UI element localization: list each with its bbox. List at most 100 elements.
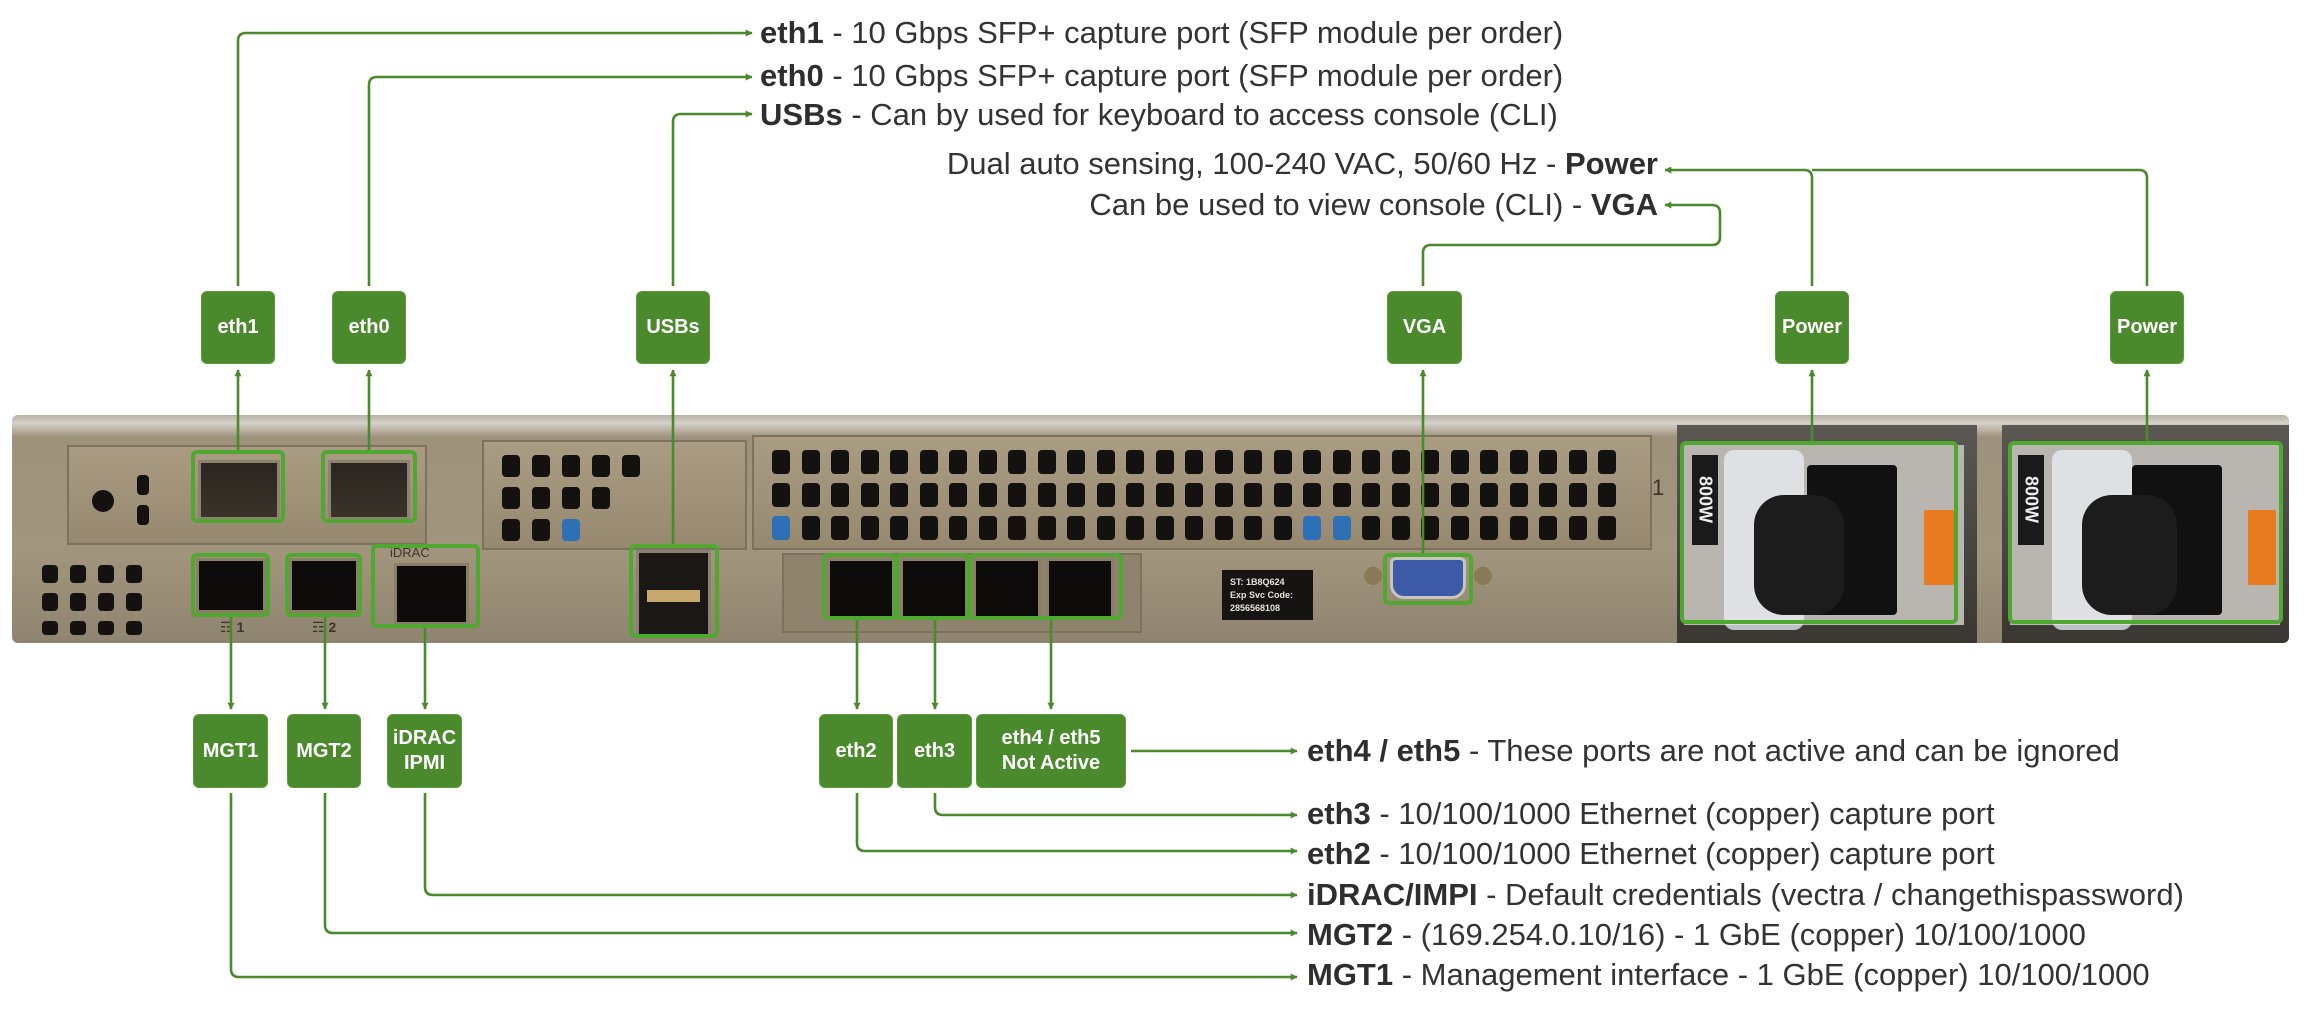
label-eth1-desc: - 10 Gbps SFP+ capture port (SFP module … <box>823 15 1564 50</box>
vent-hole <box>831 483 849 507</box>
vent-hole <box>1450 516 1469 540</box>
callout-box-idrac-line-2: IPMI <box>403 752 446 774</box>
vent-hole <box>98 621 114 635</box>
vent-hole <box>801 450 820 474</box>
callout-box-mgt2: MGT2 <box>287 714 361 788</box>
label-idrac: iDRAC/IMPI - Default credentials (vectra… <box>1307 876 2184 914</box>
vent-hole <box>1539 450 1557 474</box>
vent-hole <box>1539 516 1557 540</box>
vent-hole <box>1509 450 1528 474</box>
bracket-slot <box>137 475 149 495</box>
vent-hole <box>1273 516 1292 540</box>
callout-box-mgt1: MGT1 <box>193 714 268 788</box>
sfp-port-eth1 <box>198 460 280 520</box>
bracket-hole <box>92 490 114 512</box>
label-power: Dual auto sensing, 100-240 VAC, 50/60 Hz… <box>947 145 1658 183</box>
highlight-usb-ports <box>629 544 719 638</box>
vent-hole <box>1391 516 1410 540</box>
vent-hole <box>1539 483 1557 507</box>
label-eth2: eth2 - 10/100/1000 Ethernet (copper) cap… <box>1307 835 1995 873</box>
wire-idrac-to-label <box>423 793 1298 899</box>
usb-ports <box>636 550 711 638</box>
wire-eth1-to-label <box>236 29 753 286</box>
vent-hole <box>1450 450 1469 474</box>
label-eth1-name: eth1 <box>760 15 824 50</box>
label-vga-desc: Can be used to view console (CLI) - <box>1089 187 1591 222</box>
highlight-eth1-port <box>191 450 285 523</box>
label-vga-name: VGA <box>1590 187 1658 222</box>
vent-hole <box>1214 483 1233 507</box>
vent-hole <box>772 516 790 540</box>
vent-hole <box>1185 516 1203 540</box>
vent-hole <box>1332 450 1351 474</box>
vent-hole <box>592 455 610 477</box>
vent-hole <box>949 483 967 507</box>
wire-power1-to-label <box>1664 166 1814 286</box>
vent-hole <box>1096 483 1115 507</box>
vent-hole <box>562 455 580 477</box>
wire-power2-to-label <box>1812 168 2149 286</box>
vent-hole <box>1244 450 1262 474</box>
vent-hole <box>42 621 58 635</box>
label-eth0-name: eth0 <box>760 58 824 93</box>
vent-hole <box>1273 483 1292 507</box>
vent-hole <box>1362 483 1380 507</box>
vent-hole <box>1185 483 1203 507</box>
vga-screw <box>1474 567 1492 585</box>
vent-hole <box>1067 450 1085 474</box>
label-mgt1: MGT1 - Management interface - 1 GbE (cop… <box>1307 956 2150 994</box>
label-mgt1-name: MGT1 <box>1307 957 1394 992</box>
vent-hole <box>1303 516 1321 540</box>
vent-hole <box>978 483 997 507</box>
vent-hole <box>919 450 938 474</box>
vent-hole <box>70 565 86 583</box>
vent-hole <box>1509 516 1528 540</box>
psu-1-cable-strap <box>1754 495 1844 615</box>
vent-hole <box>1273 450 1292 474</box>
vent-hole <box>1096 516 1115 540</box>
vent-hole <box>1480 450 1498 474</box>
vent-hole <box>1332 516 1351 540</box>
vent-hole <box>919 483 938 507</box>
vent-hole <box>532 519 550 541</box>
wire-vga-to-label <box>1421 201 1722 286</box>
vent-hole <box>1568 516 1587 540</box>
callout-box-idrac-line-1: iDRAC <box>392 727 457 749</box>
vent-hole <box>70 621 86 635</box>
service-tag-label: ST: 1B8Q624 Exp Svc Code: 2856568108 <box>1222 570 1313 620</box>
highlight-mgt2-port <box>285 553 362 617</box>
label-mgt2-desc: - (169.254.0.10/16) - 1 GbE (copper) 10/… <box>1393 917 2086 952</box>
label-eth0: eth0 - 10 Gbps SFP+ capture port (SFP mo… <box>760 57 1563 95</box>
vent-hole <box>1303 450 1321 474</box>
vent-hole <box>1214 450 1233 474</box>
vent-hole <box>1155 516 1174 540</box>
vent-hole <box>1096 450 1115 474</box>
label-idrac-desc: - Default credentials (vectra / changeth… <box>1477 877 2184 912</box>
wire-eth2-to-label <box>855 793 1298 855</box>
vent-hole <box>949 516 967 540</box>
callout-box-eth45-line-1: eth4 / eth5 <box>1001 727 1101 749</box>
vent-hole <box>831 516 849 540</box>
vent-hole <box>1037 450 1056 474</box>
callout-box-vga: VGA <box>1387 291 1462 364</box>
vent-hole <box>1362 450 1380 474</box>
bracket-slot <box>137 505 149 525</box>
vent-hole <box>126 593 142 611</box>
vent-hole <box>860 516 879 540</box>
vent-hole <box>1391 450 1410 474</box>
callout-box-eth0: eth0 <box>332 291 406 364</box>
wire-eth0-to-label <box>367 73 753 286</box>
vent-hole <box>890 450 908 474</box>
rj45-port-eth5 <box>1046 558 1114 620</box>
psu-2-cable-strap <box>2082 495 2177 615</box>
label-eth0-desc: - 10 Gbps SFP+ capture port (SFP module … <box>823 58 1564 93</box>
psu-1-rating: 800W <box>1692 455 1718 545</box>
label-power-name: Power <box>1564 146 1658 181</box>
vent-hole <box>772 483 790 507</box>
vent-hole <box>978 450 997 474</box>
vent-hole <box>1126 450 1144 474</box>
psu-2-release-tab <box>2248 510 2276 585</box>
highlight-eth0-port <box>321 450 417 523</box>
vent-hole <box>1362 516 1380 540</box>
